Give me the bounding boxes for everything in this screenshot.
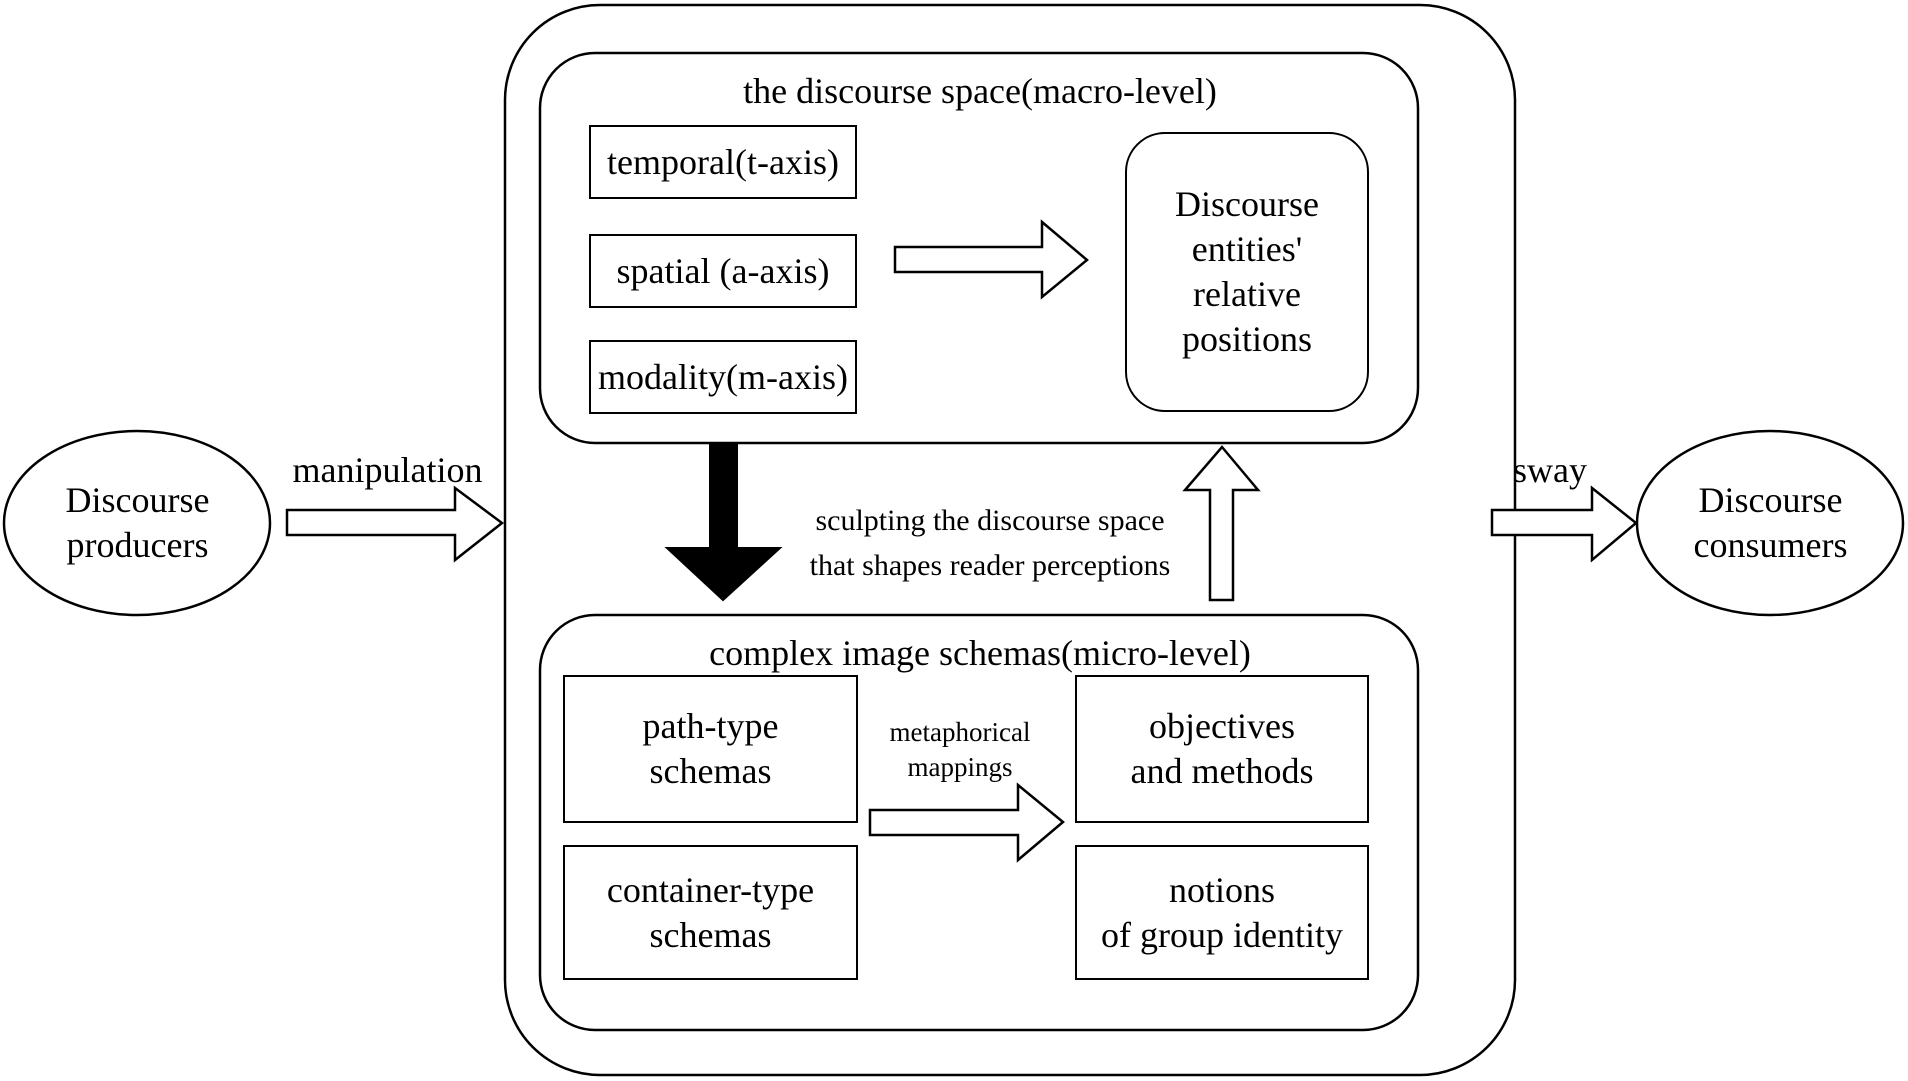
path-type-line2: schemas bbox=[649, 751, 772, 791]
macro-title: the discourse space(macro-level) bbox=[743, 70, 1217, 111]
sculpting-line2: that shapes reader perceptions bbox=[809, 548, 1171, 582]
producers-line2: producers bbox=[66, 524, 209, 565]
producers-label: Discourse producers bbox=[20, 470, 255, 575]
manipulation-arrow bbox=[285, 485, 505, 563]
container-type-schemas-box: container-type schemas bbox=[563, 845, 858, 980]
entities-line1: Discourse bbox=[1175, 184, 1319, 224]
entities-line4: positions bbox=[1181, 319, 1313, 359]
identity-line2: of group identity bbox=[1101, 914, 1343, 955]
group-identity-box: notions of group identity bbox=[1075, 845, 1369, 980]
metaphorical-mappings-label: metaphorical mappings bbox=[870, 710, 1050, 790]
consumers-line1: Discourse bbox=[1698, 479, 1843, 520]
container-type-line2: schemas bbox=[649, 914, 772, 955]
macro-to-micro-arrow bbox=[664, 444, 783, 602]
sculpting-line1: sculpting the discourse space bbox=[815, 503, 1165, 537]
consumers-line2: consumers bbox=[1693, 524, 1848, 565]
mappings-line2: mappings bbox=[907, 752, 1013, 782]
entities-line3: relative bbox=[1193, 274, 1301, 314]
micro-container bbox=[538, 613, 1420, 1032]
consumers-label: Discourse consumers bbox=[1653, 470, 1888, 575]
container-type-line1: container-type bbox=[606, 869, 815, 910]
micro-title: complex image schemas(micro-level) bbox=[709, 632, 1251, 673]
path-type-schemas-box: path-type schemas bbox=[563, 675, 858, 823]
axis-box-modality: modality(m-axis) bbox=[589, 340, 857, 414]
mappings-line1: metaphorical bbox=[889, 716, 1031, 747]
micro-to-macro-arrow bbox=[1182, 445, 1261, 602]
path-type-line1: path-type bbox=[642, 706, 779, 746]
objectives-methods-box: objectives and methods bbox=[1075, 675, 1369, 823]
outer-container bbox=[503, 3, 1517, 1077]
entities-line2: entities' bbox=[1191, 229, 1303, 269]
objectives-line2: and methods bbox=[1130, 751, 1314, 791]
axis-box-temporal: temporal(t-axis) bbox=[589, 125, 857, 199]
producers-ellipse bbox=[2, 429, 272, 617]
sculpting-label: sculpting the discourse space that shape… bbox=[770, 495, 1210, 590]
axes-to-positions-arrow bbox=[893, 219, 1089, 300]
sway-arrow bbox=[1490, 485, 1638, 563]
manipulation-label: manipulation bbox=[292, 449, 483, 490]
axis-box-spatial: spatial (a-axis) bbox=[589, 234, 857, 308]
entities-positions-box: Discourse entities' relative positions bbox=[1125, 132, 1369, 412]
objectives-line1: objectives bbox=[1149, 706, 1295, 746]
identity-line1: notions bbox=[1168, 869, 1275, 910]
metaphorical-mappings-arrow bbox=[868, 782, 1065, 863]
macro-container bbox=[538, 51, 1420, 445]
sway-label: sway bbox=[1513, 449, 1587, 490]
producers-line1: Discourse bbox=[65, 479, 210, 520]
